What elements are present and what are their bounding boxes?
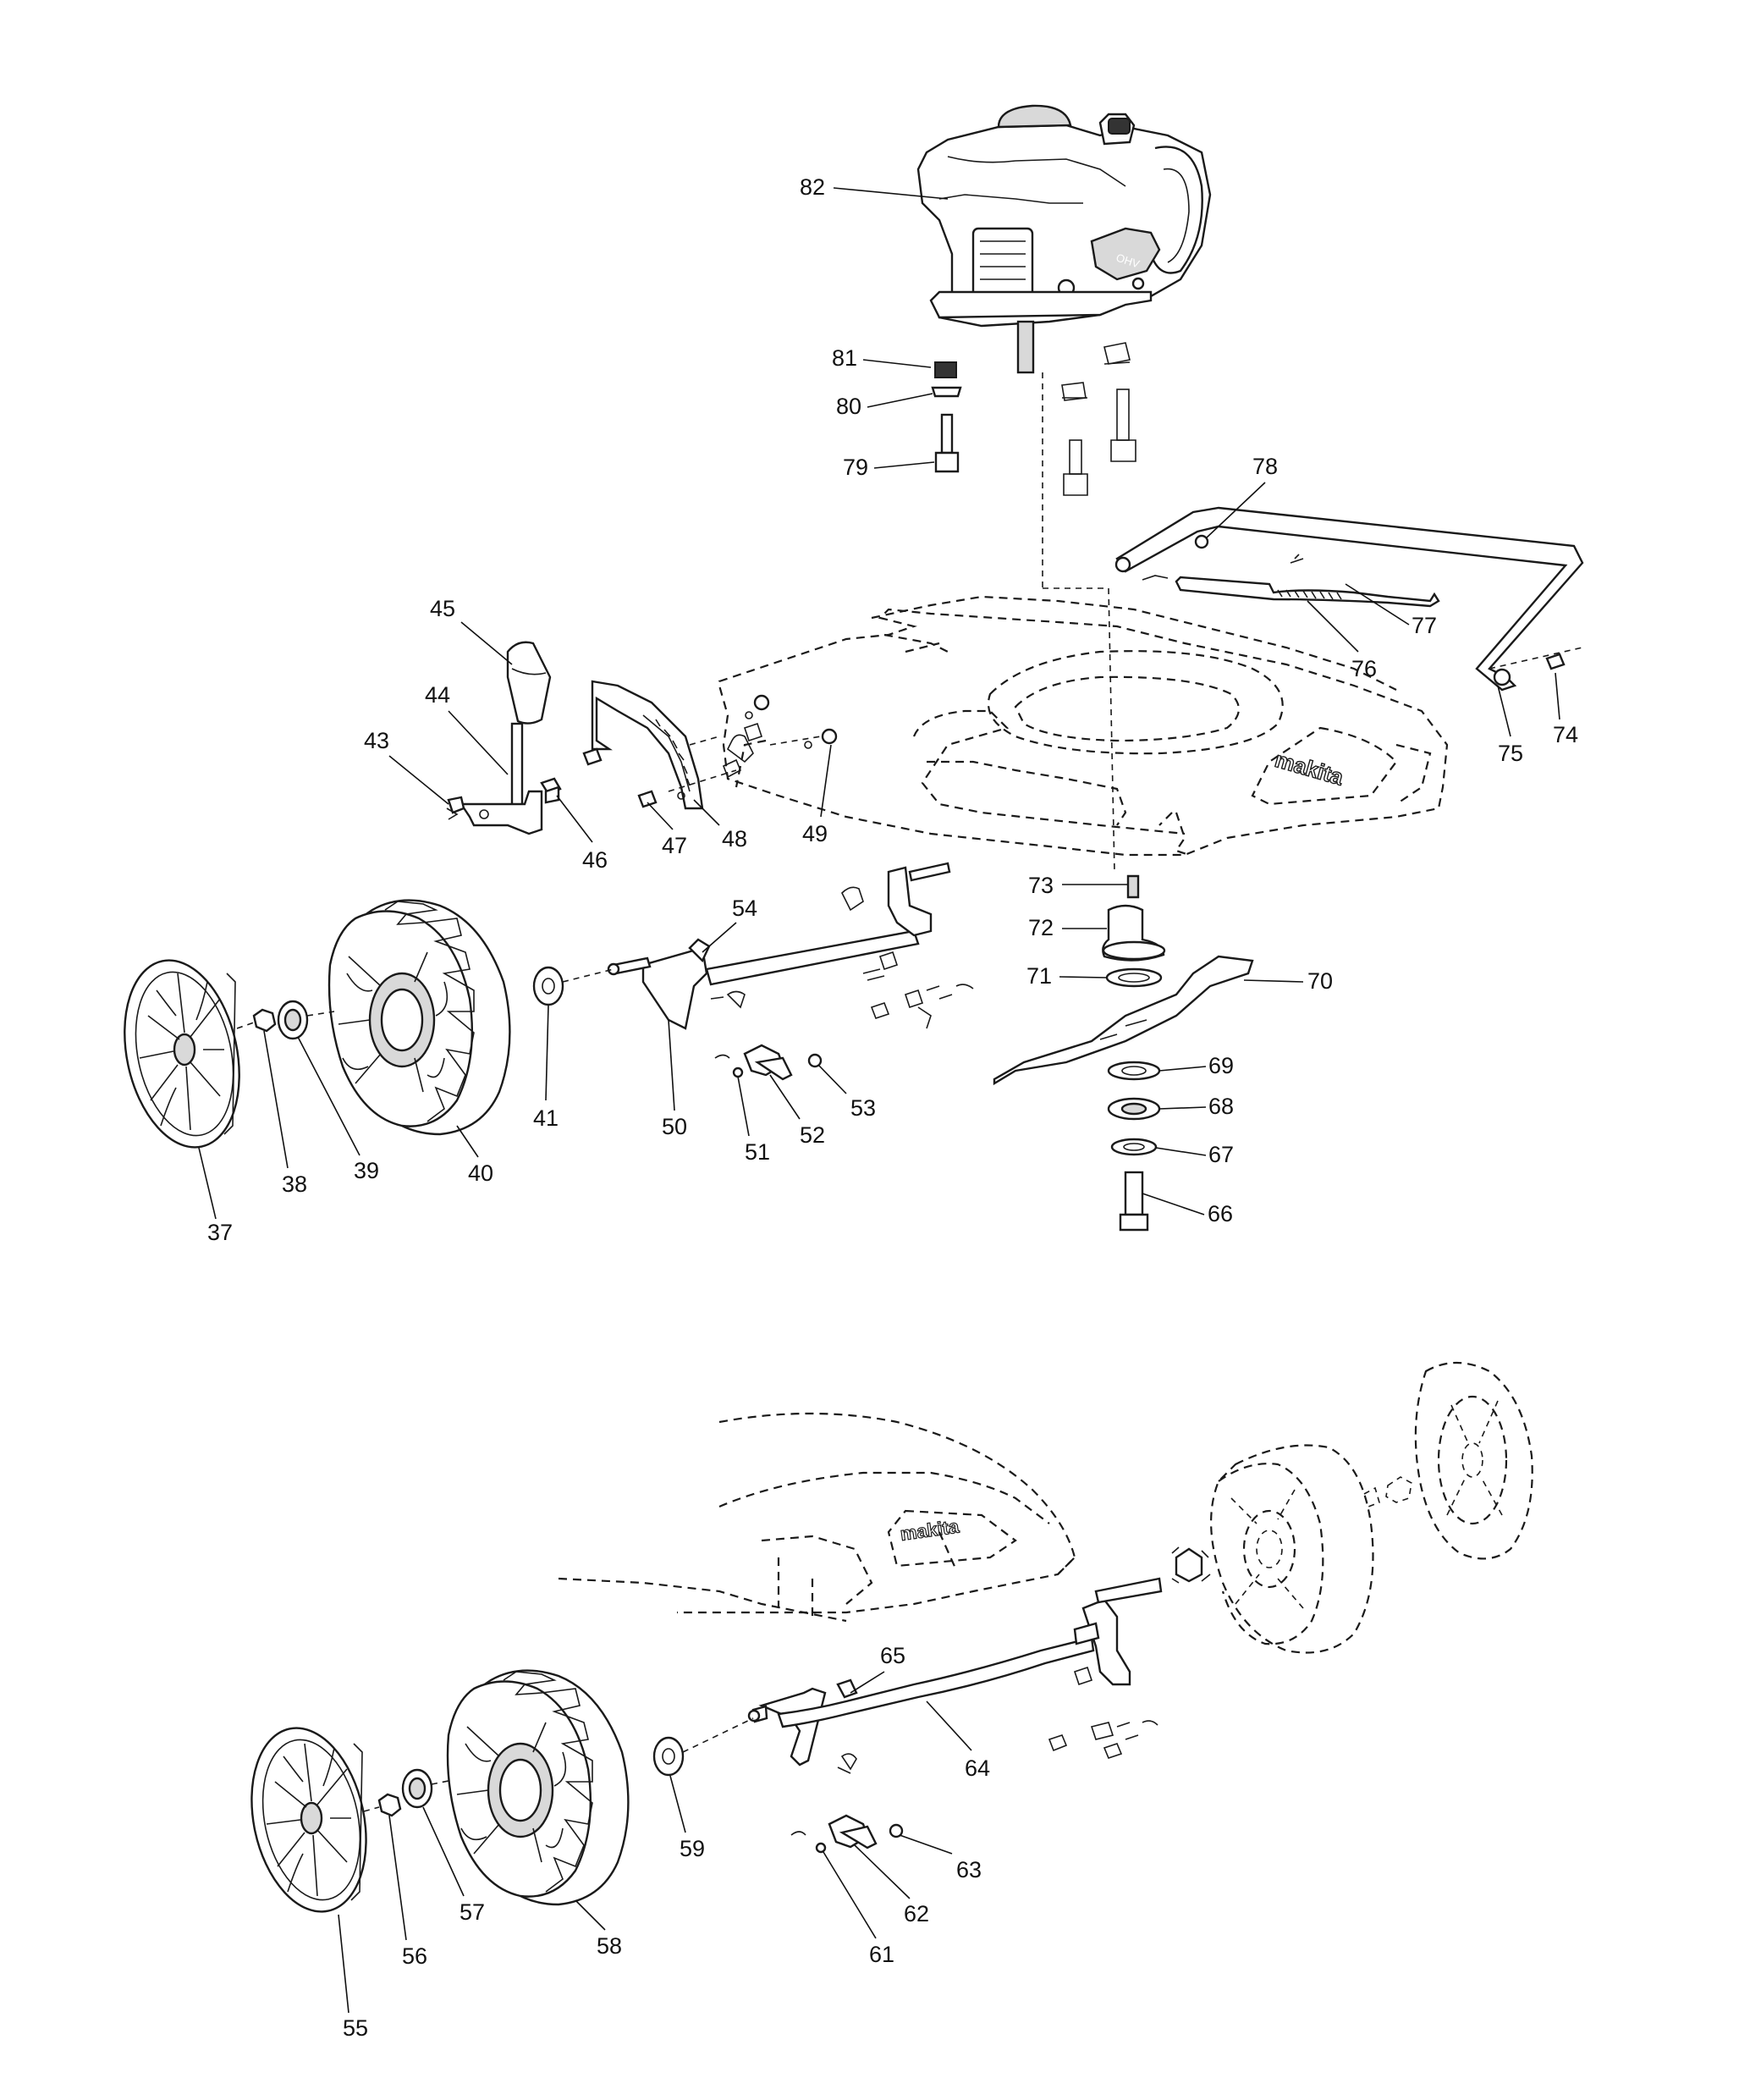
hubcap-37 — [124, 959, 255, 1149]
front-wheel-40 — [327, 899, 511, 1136]
label-39: 39 — [354, 1158, 379, 1183]
label-53: 53 — [850, 1095, 876, 1121]
label-57: 57 — [460, 1899, 485, 1925]
label-47: 47 — [662, 833, 687, 858]
label-55: 55 — [343, 2015, 368, 2041]
label-75: 75 — [1498, 741, 1523, 766]
spacer-59 — [652, 1736, 685, 1777]
height-adjust-lever — [446, 641, 838, 835]
label-66: 66 — [1208, 1201, 1233, 1226]
rear-right-wheel-dashed — [1171, 1361, 1533, 1654]
label-41: 41 — [533, 1105, 559, 1131]
label-72: 72 — [1028, 915, 1054, 940]
nut-56 — [377, 1793, 402, 1817]
rear-wheel-58 — [446, 1669, 630, 1906]
label-43: 43 — [364, 728, 389, 753]
deck-logo-lower: makita — [899, 1515, 960, 1545]
label-58: 58 — [597, 1933, 622, 1959]
label-62: 62 — [904, 1901, 929, 1926]
label-44: 44 — [425, 682, 450, 708]
label-48: 48 — [722, 826, 747, 852]
label-49: 49 — [802, 821, 828, 846]
label-46: 46 — [582, 847, 608, 873]
label-73: 73 — [1028, 873, 1054, 898]
label-65: 65 — [880, 1643, 905, 1668]
label-71: 71 — [1026, 963, 1052, 989]
mower-deck-upper: makita — [718, 595, 1449, 857]
hubcap-55 — [250, 1727, 380, 1913]
label-45: 45 — [430, 596, 455, 621]
label-40: 40 — [468, 1160, 493, 1186]
label-67: 67 — [1208, 1142, 1234, 1167]
label-52: 52 — [800, 1122, 825, 1148]
label-81: 81 — [832, 345, 857, 371]
label-80: 80 — [836, 394, 861, 419]
label-68: 68 — [1208, 1094, 1234, 1119]
label-61: 61 — [869, 1942, 894, 1967]
label-51: 51 — [745, 1139, 770, 1165]
engine-bolts — [931, 342, 1136, 588]
rear-axle — [747, 1577, 1163, 1854]
label-50: 50 — [662, 1114, 687, 1139]
label-37: 37 — [207, 1220, 233, 1245]
label-64: 64 — [965, 1756, 990, 1781]
label-54: 54 — [732, 896, 757, 921]
label-74: 74 — [1553, 722, 1578, 747]
front-axle — [607, 862, 974, 1081]
label-70: 70 — [1307, 968, 1333, 994]
handle-bracket — [1114, 506, 1584, 692]
label-63: 63 — [956, 1857, 982, 1882]
label-69: 69 — [1208, 1053, 1234, 1078]
label-77: 77 — [1412, 613, 1437, 638]
label-82: 82 — [800, 174, 825, 200]
label-59: 59 — [680, 1836, 705, 1861]
mower-deck-lower: makita — [558, 1412, 1076, 1623]
label-78: 78 — [1252, 454, 1278, 479]
label-79: 79 — [843, 455, 868, 480]
label-56: 56 — [402, 1943, 427, 1969]
spacer-41 — [532, 966, 564, 1006]
engine-82: OHV — [916, 104, 1212, 374]
blade-assembly — [993, 874, 1254, 1232]
deck-logo: makita — [1272, 747, 1346, 791]
label-38: 38 — [282, 1171, 307, 1197]
nut-38 — [252, 1008, 277, 1033]
